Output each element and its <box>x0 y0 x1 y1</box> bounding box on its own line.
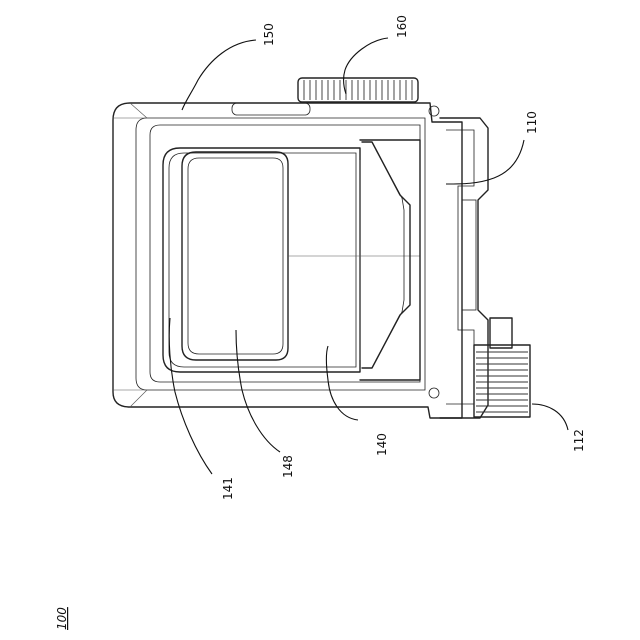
knob-160 <box>232 78 439 116</box>
label-110: 110 <box>525 111 539 134</box>
label-112: 112 <box>572 429 586 452</box>
lens-148 <box>182 152 420 360</box>
label-148: 148 <box>281 455 295 478</box>
label-140: 140 <box>375 433 389 456</box>
label-160: 160 <box>395 15 409 38</box>
window-frame-141 <box>163 148 360 372</box>
label-141: 141 <box>221 477 235 500</box>
leader-150 <box>182 40 256 110</box>
leader-148 <box>236 330 280 452</box>
module-140 <box>360 140 420 380</box>
knob-112 <box>429 318 530 417</box>
mount-110 <box>440 118 488 418</box>
leader-112 <box>532 404 568 430</box>
leader-110 <box>446 140 524 184</box>
label-150: 150 <box>262 23 276 46</box>
leader-140 <box>327 346 359 420</box>
figure-number: 100 <box>55 607 69 630</box>
leader-160 <box>343 38 388 94</box>
leader-141 <box>169 318 212 474</box>
